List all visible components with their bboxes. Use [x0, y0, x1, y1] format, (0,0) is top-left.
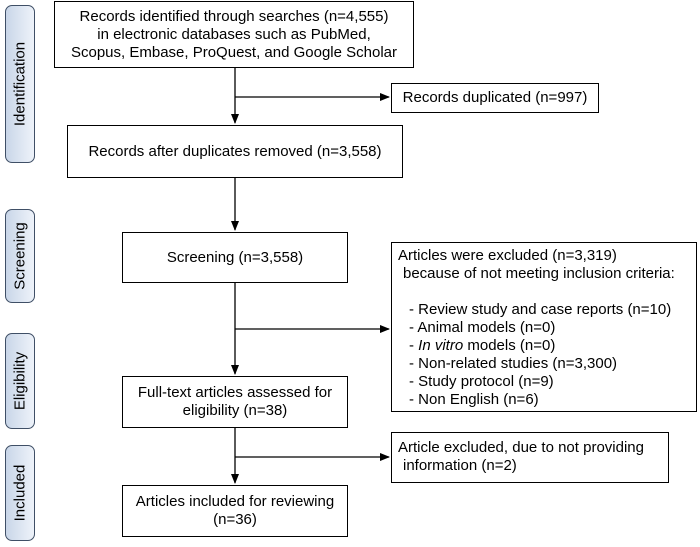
identified-line-3: Scopus, Embase, ProQuest, and Google Sch…	[70, 43, 397, 61]
excluded-eligibility-line-1: Article excluded, due to not providing	[398, 439, 644, 456]
exclusion-reasons-list: - Review study and case reports (n=10) -…	[398, 301, 690, 409]
excluded-screening-title-1: Articles were excluded (n=3,319)	[398, 247, 617, 264]
exclusion-reason: - Non-related studies (n=3,300)	[409, 355, 618, 372]
screening-text: Screening (n=3,558)	[166, 248, 304, 266]
box-full-text-assessed: Full-text articles assessed for eligibil…	[122, 376, 348, 428]
excluded-screening-title-2: because of not meeting inclusion criteri…	[403, 265, 675, 282]
exclusion-reason: - In vitro models (n=0)	[409, 337, 556, 354]
exclusion-reason: - Animal models (n=0)	[409, 319, 556, 336]
exclusion-reason: - Non English (n=6)	[409, 391, 539, 408]
phase-eligibility: Eligibility	[5, 333, 35, 429]
duplicated-text: Records duplicated (n=997)	[402, 89, 588, 106]
full-text-line-2: eligibility (n=38)	[182, 402, 288, 419]
identified-line-2: in electronic databases such as PubMed,	[97, 25, 371, 43]
after-duplicates-text: Records after duplicates removed (n=3,55…	[88, 142, 382, 160]
excluded-eligibility-line-2: information (n=2)	[403, 457, 517, 474]
box-excluded-screening: Articles were excluded (n=3,319) because…	[391, 242, 697, 412]
box-records-identified: Records identified through searches (n=4…	[54, 1, 414, 68]
phase-identification: Identification	[5, 5, 35, 163]
box-screening: Screening (n=3,558)	[122, 232, 348, 283]
box-excluded-eligibility: Article excluded, due to not providing i…	[391, 432, 669, 483]
identified-line-1: Records identified through searches (n=4…	[79, 7, 389, 25]
included-line-2: (n=36)	[213, 511, 257, 528]
box-included: Articles included for reviewing (n=36)	[122, 485, 348, 537]
box-after-duplicates: Records after duplicates removed (n=3,55…	[67, 125, 403, 178]
exclusion-reason: - Study protocol (n=9)	[409, 373, 554, 390]
full-text-line-1: Full-text articles assessed for	[137, 384, 333, 401]
included-line-1: Articles included for reviewing	[135, 493, 335, 510]
phase-screening: Screening	[5, 209, 35, 303]
phase-included: Included	[5, 445, 35, 541]
box-records-duplicated: Records duplicated (n=997)	[391, 83, 599, 113]
exclusion-reason: - Review study and case reports (n=10)	[409, 301, 672, 318]
